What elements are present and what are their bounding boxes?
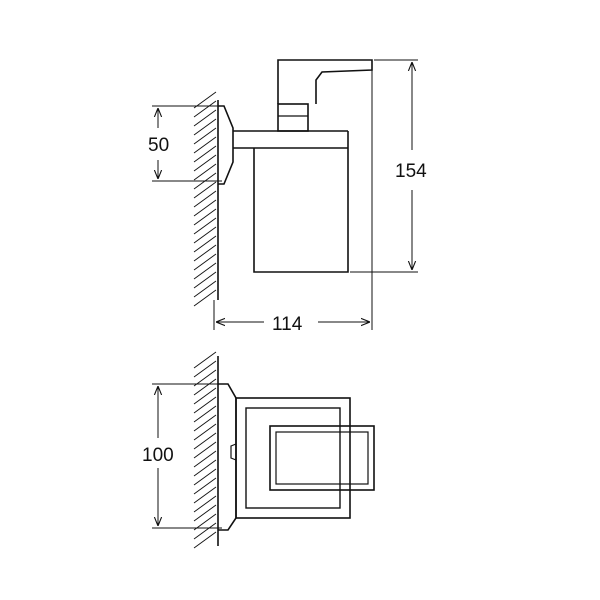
wall-hatch-line — [193, 217, 217, 235]
wall-hatch-line — [193, 423, 217, 441]
wall-hatch-line — [193, 396, 217, 414]
wall-hatch-line — [193, 109, 217, 127]
wall-hatch-line — [193, 244, 217, 262]
dimension-mount-height: 50 — [148, 108, 169, 179]
holder-arm — [233, 130, 349, 149]
wall-hatch-line — [193, 181, 217, 199]
wall-side — [193, 91, 219, 307]
wall-hatch-line — [193, 432, 217, 450]
wall-hatch-line — [193, 253, 217, 271]
wall-hatch-line — [193, 199, 217, 217]
wall-hatch-line — [193, 477, 217, 495]
dim-label-100: 100 — [142, 445, 174, 466]
wall-hatch-line — [193, 280, 217, 298]
side-view: 154 50 114 — [148, 59, 427, 335]
dimension-plate-height: 100 — [142, 386, 174, 526]
wall-hatch-line — [193, 190, 217, 208]
wall-hatch-line — [193, 414, 217, 432]
dim-label-114: 114 — [272, 314, 303, 335]
wall-mount-rosette — [218, 105, 234, 185]
wall-hatch-line — [193, 208, 217, 226]
wall-hatch-line — [193, 91, 217, 109]
pump-top-inner — [275, 431, 369, 485]
wall-hatch-line — [193, 154, 217, 172]
wall-hatch-line — [193, 504, 217, 522]
wall-hatch-line — [193, 378, 217, 396]
dimension-total-height: 154 — [395, 62, 427, 270]
wall-hatch-line — [193, 289, 217, 307]
wall-hatch-line — [193, 127, 217, 145]
wall-hatch-line — [193, 405, 217, 423]
wall-hatch-line — [193, 387, 217, 405]
dimension-depth: 114 — [216, 314, 370, 335]
pump-head — [277, 59, 373, 104]
wall-hatch-line — [193, 531, 217, 549]
wall-hatch-line — [193, 360, 217, 378]
mount-screw — [230, 443, 237, 461]
wall-hatch-line — [193, 513, 217, 531]
pump-neck — [277, 103, 309, 132]
wall-hatch-line — [193, 459, 217, 477]
wall-hatch-line — [193, 522, 217, 540]
top-view: 100 — [142, 351, 375, 549]
wall-hatch-line — [193, 468, 217, 486]
outer-frame — [235, 397, 351, 519]
wall-hatch-line — [193, 495, 217, 513]
wall-hatch-line — [193, 486, 217, 504]
wall-hatch-line — [193, 271, 217, 289]
dim-label-154: 154 — [395, 161, 427, 182]
soap-container — [253, 148, 349, 273]
wall-top — [193, 351, 219, 549]
wall-hatch-line — [193, 351, 217, 369]
wall-hatch-line — [193, 163, 217, 181]
inner-frame — [245, 407, 341, 509]
wall-hatch-line — [193, 235, 217, 253]
wall-hatch-line — [193, 226, 217, 244]
wall-hatch-line — [193, 136, 217, 154]
wall-hatch-line — [193, 369, 217, 387]
dim-label-50: 50 — [148, 135, 169, 156]
wall-hatch-line — [193, 450, 217, 468]
wall-hatch-line — [193, 262, 217, 280]
wall-hatch-line — [193, 118, 217, 136]
wall-hatch-line — [193, 441, 217, 459]
wall-hatch-line — [193, 145, 217, 163]
wall-hatch-line — [193, 100, 217, 118]
back-plate — [218, 383, 237, 531]
pump-top-outer — [269, 425, 375, 491]
